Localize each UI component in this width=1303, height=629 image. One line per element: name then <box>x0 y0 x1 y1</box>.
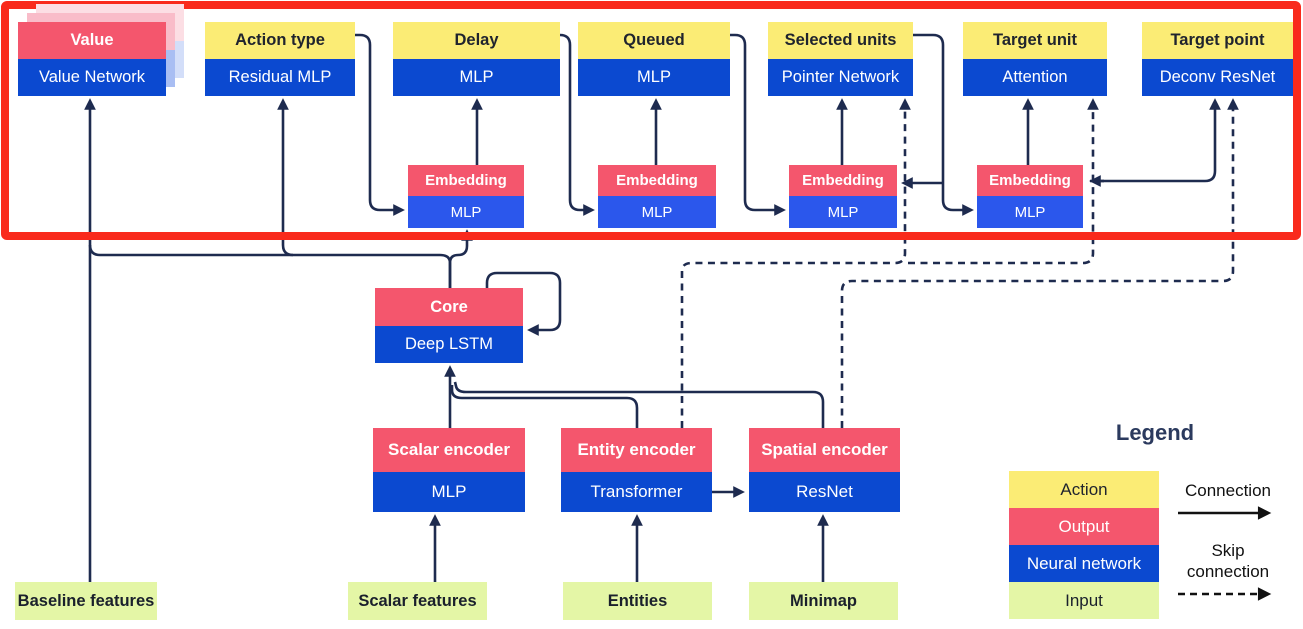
node-subtitle: MLP <box>408 196 524 228</box>
connection-arrow-icon <box>1178 506 1272 520</box>
node-title: Embedding <box>977 165 1083 196</box>
skip-connection-arrow-icon <box>1178 587 1272 601</box>
node-subtitle: MLP <box>373 472 525 512</box>
node-subtitle: MLP <box>578 59 730 96</box>
legend-skip-label-line2: connection <box>1186 562 1270 581</box>
solid-connections <box>84 33 1221 582</box>
node-entity-encoder: Entity encoder Transformer <box>561 428 712 512</box>
node-title: Spatial encoder <box>749 428 900 472</box>
legend-swatch-neural-network: Neural network <box>1009 545 1159 582</box>
node-subtitle: Attention <box>963 59 1107 96</box>
node-subtitle: Transformer <box>561 472 712 512</box>
node-embedding-1: Embedding MLP <box>408 165 524 228</box>
legend-swatches: Action Output Neural network Input <box>1009 471 1159 619</box>
node-subtitle: Pointer Network <box>768 59 913 96</box>
node-title: Value <box>18 22 166 59</box>
node-subtitle: Deep LSTM <box>375 326 523 363</box>
node-spatial-encoder: Spatial encoder ResNet <box>749 428 900 512</box>
node-title: Delay <box>393 22 560 59</box>
node-subtitle: MLP <box>789 196 897 228</box>
node-core: Core Deep LSTM <box>375 288 523 363</box>
node-subtitle: ResNet <box>749 472 900 512</box>
node-subtitle: Deconv ResNet <box>1142 59 1293 96</box>
node-target-point: Target point Deconv ResNet <box>1142 22 1293 96</box>
input-baseline-features: Baseline features <box>15 582 157 620</box>
node-subtitle: MLP <box>393 59 560 96</box>
node-title: Core <box>375 288 523 326</box>
input-minimap: Minimap <box>749 582 898 620</box>
highlight-box <box>1 1 1301 240</box>
node-title: Target point <box>1142 22 1293 59</box>
legend-title: Legend <box>1115 420 1195 445</box>
legend-connection-label: Connection <box>1184 481 1271 500</box>
node-subtitle: MLP <box>977 196 1083 228</box>
node-scalar-encoder: Scalar encoder MLP <box>373 428 525 512</box>
legend-skip-label-line1: Skip <box>1211 541 1245 560</box>
legend-swatch-input: Input <box>1009 582 1159 619</box>
node-title: Action type <box>205 22 355 59</box>
node-subtitle: Residual MLP <box>205 59 355 96</box>
node-embedding-3: Embedding MLP <box>789 165 897 228</box>
legend-swatch-action: Action <box>1009 471 1159 508</box>
legend-swatch-output: Output <box>1009 508 1159 545</box>
skip-connections <box>680 98 1239 428</box>
input-scalar-features: Scalar features <box>348 582 487 620</box>
node-title: Scalar encoder <box>373 428 525 472</box>
node-action-type: Action type Residual MLP <box>205 22 355 96</box>
node-target-unit: Target unit Attention <box>963 22 1107 96</box>
node-value: Value Value Network <box>18 22 166 96</box>
node-subtitle: MLP <box>598 196 716 228</box>
node-embedding-2: Embedding MLP <box>598 165 716 228</box>
node-title: Queued <box>578 22 730 59</box>
node-title: Entity encoder <box>561 428 712 472</box>
input-entities: Entities <box>563 582 712 620</box>
legend-connections: Connection Skip connection <box>1168 480 1288 607</box>
node-title: Selected units <box>768 22 913 59</box>
node-embedding-4: Embedding MLP <box>977 165 1083 228</box>
node-delay: Delay MLP <box>393 22 560 96</box>
node-subtitle: Value Network <box>18 59 166 96</box>
node-selected-units: Selected units Pointer Network <box>768 22 913 96</box>
node-title: Embedding <box>408 165 524 196</box>
node-title: Embedding <box>789 165 897 196</box>
node-queued: Queued MLP <box>578 22 730 96</box>
node-title: Embedding <box>598 165 716 196</box>
node-title: Target unit <box>963 22 1107 59</box>
